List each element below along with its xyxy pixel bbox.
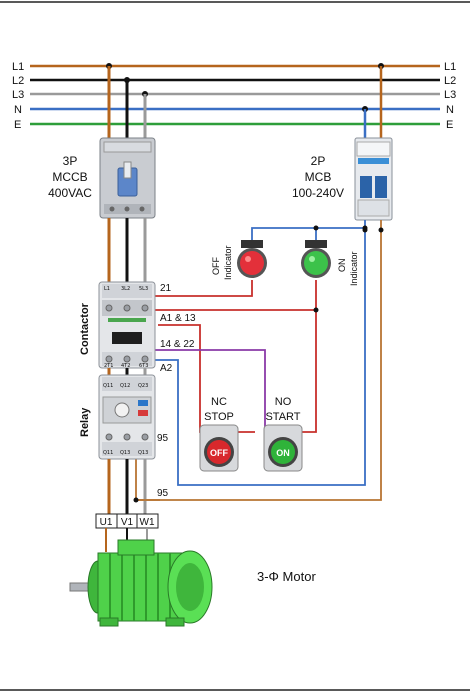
bus-label-left-n: N [14, 104, 22, 116]
bus-label-right-n: N [446, 104, 454, 116]
relay-callout-95: 95 [157, 433, 169, 444]
contactor-body [98, 281, 156, 369]
control-junctions [313, 225, 384, 313]
bus-label-right-l3: L3 [444, 89, 456, 101]
off-indicator-line1: OFF [211, 257, 221, 275]
mcb-label-line1: 2P [311, 154, 326, 168]
start-button-line1: NO [275, 396, 292, 408]
stop-button-line2: STOP [204, 411, 234, 423]
relay-top-terminal-1: Q11 [103, 383, 113, 389]
contactor-bottom-terminals: 2T1 4T2 6T3 [104, 363, 148, 369]
mcb-label-line2: MCB [305, 170, 332, 184]
mcb-breaker [354, 137, 393, 221]
mccb-feed-wires [107, 66, 147, 140]
mcb-feed-wires [363, 66, 383, 138]
mccb-label-line3: 400VAC [48, 186, 92, 200]
relay-bottom-terminal-3: Q13 [138, 450, 148, 456]
on-indicator-line1: ON [337, 259, 347, 273]
contactor-bottom-terminal-1: 2T1 [104, 363, 113, 369]
bus-label-left-l2: L2 [12, 75, 24, 87]
mccb-breaker [99, 137, 156, 219]
stop-button-face: OFF [210, 448, 228, 458]
mccb-to-contactor-wires [107, 218, 147, 282]
on-indicator [301, 240, 331, 278]
contactor-callout-a2: A2 [160, 363, 173, 374]
relay-top-terminal-3: Q23 [138, 383, 148, 389]
relay-top-terminals: Q11 Q12 Q23 [103, 383, 148, 389]
start-button-line2: START [265, 411, 300, 423]
contactor-bottom-terminal-2: 4T2 [121, 363, 130, 369]
relay-bottom-terminal-2: Q13 [120, 450, 130, 456]
motor-terminal-u1: U1 [100, 517, 113, 528]
contactor-callout-21: 21 [160, 283, 172, 294]
contactor-top-terminals: L1 3L2 5L3 [104, 286, 148, 292]
bus-lines [30, 64, 440, 126]
bus-label-left-l3: L3 [12, 89, 24, 101]
junction-dots [106, 63, 384, 112]
relay-bottom-terminals: Q11 Q13 Q13 [103, 450, 148, 456]
bus-labels-left: L1 L2 L3 N E [12, 61, 24, 131]
off-indicator-line2: Indicator [223, 245, 233, 280]
stop-button[interactable]: OFF [199, 424, 239, 472]
relay-screws [105, 433, 149, 441]
relay-top-terminal-2: Q12 [120, 383, 130, 389]
relay-body [98, 374, 156, 460]
off-indicator [237, 240, 267, 278]
contactor-screws [105, 304, 149, 363]
bus-label-right-e: E [446, 119, 453, 131]
bus-labels-right: L1 L2 L3 N E [444, 61, 456, 131]
relay-label: Relay [79, 407, 91, 437]
on-indicator-line2: Indicator [349, 251, 359, 286]
relay-bottom-terminal-1: Q11 [103, 450, 113, 456]
mccb-label-line1: 3P [63, 154, 78, 168]
motor-body [69, 539, 213, 627]
motor-95-junction [133, 497, 139, 503]
contactor-label: Contactor [79, 302, 91, 355]
relay-to-motor-wires [107, 459, 147, 514]
mccb-label-line2: MCCB [52, 170, 87, 184]
contactor-to-relay-wires [107, 368, 147, 375]
bus-label-left-e: E [14, 119, 21, 131]
mcb-label-line3: 100-240V [292, 186, 344, 200]
contactor-callout-a1-13: A1 & 13 [160, 313, 196, 324]
motor-terminal-w1: W1 [140, 517, 155, 528]
motor-label: 3-Φ Motor [257, 569, 316, 584]
contactor-top-terminal-1: L1 [104, 286, 110, 292]
contactor-callout-14-22: 14 & 22 [160, 339, 195, 350]
bus-label-right-l2: L2 [444, 75, 456, 87]
start-button-face: ON [276, 448, 290, 458]
bus-label-left-l1: L1 [12, 61, 24, 73]
contactor-bottom-terminal-3: 6T3 [139, 363, 148, 369]
start-button[interactable]: ON [263, 424, 303, 472]
motor-terminal-v1: V1 [121, 517, 134, 528]
motor-callout-95: 95 [157, 488, 169, 499]
stop-button-line1: NC [211, 396, 227, 408]
contactor-top-terminal-2: 3L2 [121, 286, 130, 292]
contactor-top-terminal-3: 5L3 [139, 286, 148, 292]
bus-label-right-l1: L1 [444, 61, 456, 73]
